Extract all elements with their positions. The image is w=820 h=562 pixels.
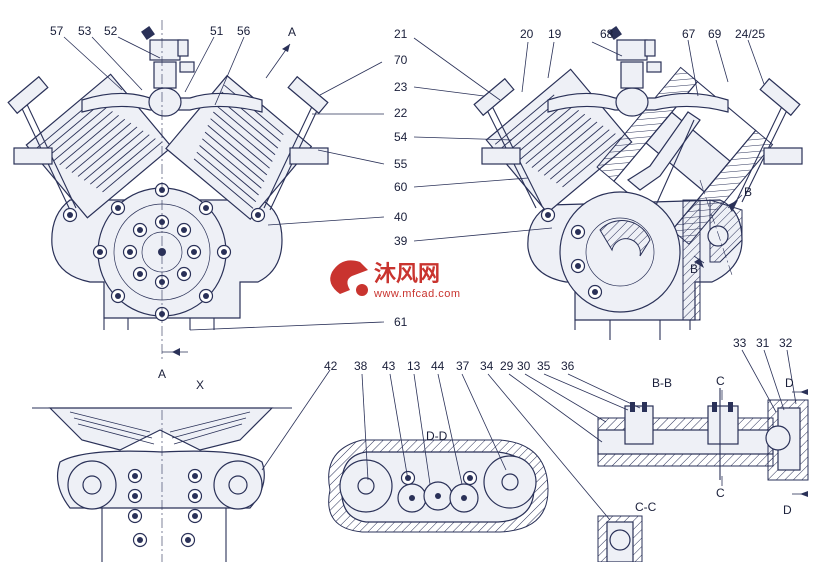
callout-43: 43 (382, 359, 396, 373)
section-mark-c-lower: C (716, 486, 725, 500)
callout-33: 33 (733, 336, 747, 350)
callout-21: 21 (394, 27, 408, 41)
callout-20: 20 (520, 27, 534, 41)
section-mark-a-top: A (288, 25, 296, 39)
watermark: 沐风网 www.mfcad.com (330, 260, 460, 300)
callout-57: 57 (50, 24, 64, 38)
view-x (32, 407, 292, 562)
callout-53: 53 (78, 24, 92, 38)
callout-numbers: 57 53 52 51 56 21 20 19 68 67 69 24/25 7… (50, 24, 793, 373)
section-title-c-c: C-C (635, 500, 657, 514)
callout-13: 13 (407, 359, 421, 373)
watermark-url: www.mfcad.com (373, 288, 461, 300)
callout-24-25: 24/25 (735, 27, 765, 41)
section-title-d-d: D-D (426, 429, 448, 443)
callout-38: 38 (354, 359, 368, 373)
section-mark-b-lower: B (690, 262, 698, 276)
section-mark-d-lower: D (783, 503, 792, 517)
callout-30: 30 (517, 359, 531, 373)
callout-44: 44 (431, 359, 445, 373)
section-d-d (328, 439, 549, 533)
callout-60: 60 (394, 180, 408, 194)
sectional-view-right (473, 26, 803, 340)
section-title-b-b: B-B (652, 376, 672, 390)
section-c-c (597, 515, 643, 562)
section-mark-a-bottom: A (158, 367, 166, 381)
callout-40: 40 (394, 210, 408, 224)
callout-70: 70 (394, 53, 408, 67)
section-mark-b-upper: B (744, 185, 752, 199)
leader-lines (63, 36, 808, 521)
watermark-logo-text: 沐风网 (374, 261, 440, 286)
callout-23: 23 (394, 80, 408, 94)
section-b-b (597, 388, 809, 481)
callout-56: 56 (237, 24, 251, 38)
callout-42: 42 (324, 359, 338, 373)
callout-67: 67 (682, 27, 696, 41)
callout-22: 22 (394, 106, 408, 120)
callout-37: 37 (456, 359, 470, 373)
callout-51: 51 (210, 24, 224, 38)
watermark-logo-icon (330, 260, 368, 296)
callout-39: 39 (394, 234, 408, 248)
view-mark-x: X (196, 378, 204, 392)
callout-34: 34 (480, 359, 494, 373)
callout-55: 55 (394, 157, 408, 171)
section-labels: A A X B B C C D D D-D B-B C-C (158, 25, 794, 517)
section-mark-d-upper: D (785, 376, 794, 390)
callout-19: 19 (548, 27, 562, 41)
callout-36: 36 (561, 359, 575, 373)
callout-31: 31 (756, 336, 770, 350)
callout-52: 52 (104, 24, 118, 38)
callout-69: 69 (708, 27, 722, 41)
callout-54: 54 (394, 130, 408, 144)
callout-29: 29 (500, 359, 514, 373)
callout-35: 35 (537, 359, 551, 373)
callout-68: 68 (600, 27, 614, 41)
callout-32: 32 (779, 336, 793, 350)
section-mark-c-upper: C (716, 374, 725, 388)
front-view-left (7, 20, 329, 360)
callout-61: 61 (394, 315, 408, 329)
